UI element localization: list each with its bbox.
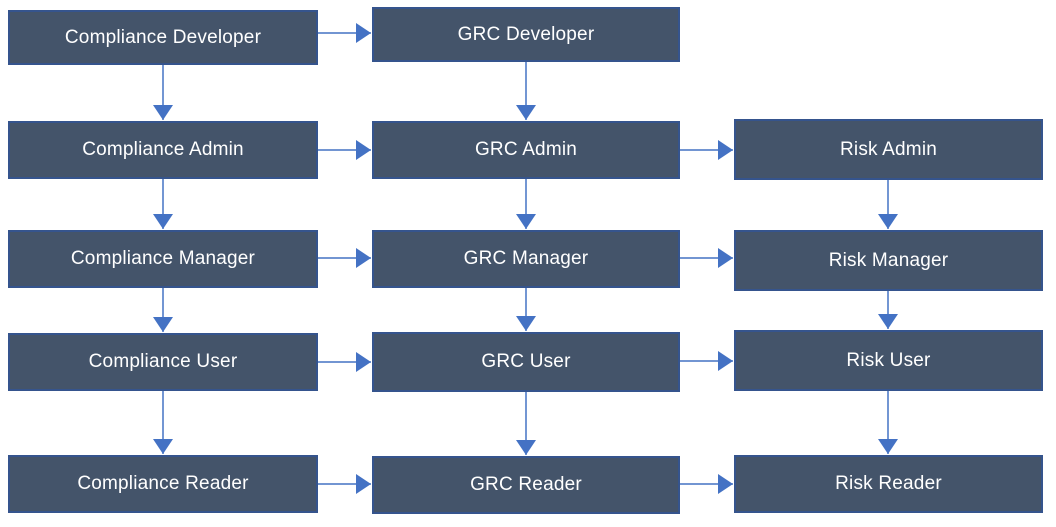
node-compliance-developer: Compliance Developer — [8, 10, 318, 65]
node-label: Compliance Manager — [70, 248, 256, 269]
node-label: Risk Reader — [835, 473, 942, 494]
node-label: GRC User — [481, 351, 571, 372]
node-label: Risk User — [846, 349, 931, 371]
node-risk-user: Risk User — [734, 330, 1043, 391]
node-grc-developer: GRC Developer — [372, 7, 680, 62]
node-risk-admin: Risk Admin — [734, 119, 1043, 180]
node-label: GRC Admin — [474, 139, 578, 160]
node-grc-reader: GRC Reader — [372, 456, 680, 514]
node-grc-admin: GRC Admin — [372, 121, 680, 179]
node-compliance-reader: Compliance Reader — [8, 455, 318, 513]
node-compliance-manager: Compliance Manager — [8, 230, 318, 288]
node-compliance-user: Compliance User — [8, 333, 318, 391]
node-label: Compliance Developer — [64, 26, 262, 48]
node-risk-manager: Risk Manager — [734, 230, 1043, 291]
node-label: Compliance Reader — [77, 473, 249, 494]
node-label: Risk Admin — [839, 138, 938, 160]
node-compliance-admin: Compliance Admin — [8, 121, 318, 179]
node-risk-reader: Risk Reader — [734, 455, 1043, 513]
node-label: GRC Developer — [457, 23, 595, 45]
node-label: Compliance User — [88, 351, 238, 372]
node-label: GRC Manager — [463, 248, 589, 269]
node-grc-user: GRC User — [372, 332, 680, 392]
node-grc-manager: GRC Manager — [372, 230, 680, 288]
node-label: GRC Reader — [470, 474, 582, 495]
node-label: Risk Manager — [828, 249, 949, 271]
node-label: Compliance Admin — [82, 139, 244, 160]
